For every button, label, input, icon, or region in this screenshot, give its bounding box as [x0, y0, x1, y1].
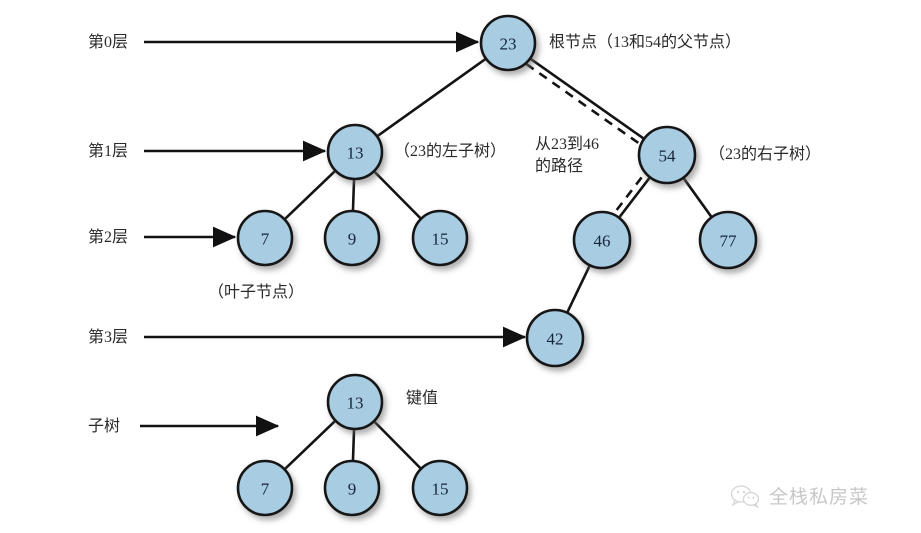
tree-node-15[interactable]: 15	[411, 209, 469, 267]
tree-node-13[interactable]: 13	[326, 123, 384, 181]
tree-node-23[interactable]: 23	[479, 14, 537, 72]
tree-edge	[374, 56, 489, 139]
edges-layer	[282, 56, 714, 472]
tree-node-54[interactable]: 54	[637, 125, 697, 185]
highlighted-path-layer	[525, 62, 643, 221]
node-circle	[323, 459, 381, 517]
node-key-label: 9	[348, 480, 357, 499]
node-circle	[326, 373, 384, 431]
node-circle	[411, 209, 469, 267]
tree-node-9[interactable]: 9	[323, 459, 381, 517]
tree-edge	[282, 418, 338, 472]
tree-node-42[interactable]: 42	[525, 308, 585, 368]
nodes-layer: 23 13 54 7 9 15 46 77 42 13 7 9 15	[236, 14, 758, 517]
tree-node-7[interactable]: 7	[236, 209, 294, 267]
annotation-path-note-line2: 的路径	[535, 158, 584, 175]
level-label-subtree: 子树	[88, 418, 121, 435]
node-circle	[698, 210, 758, 270]
node-key-label: 7	[261, 230, 270, 249]
level-label-level1: 第1层	[88, 143, 129, 160]
highlighted-path-segment	[608, 176, 643, 221]
annotation-path-note-line1: 从23到46	[535, 136, 600, 153]
watermark: 全栈私房菜	[730, 482, 869, 509]
tree-node-13[interactable]: 13	[326, 373, 384, 431]
node-circle	[236, 459, 294, 517]
node-key-label: 46	[594, 232, 611, 251]
node-key-label: 9	[348, 230, 357, 249]
tree-node-7[interactable]: 7	[236, 459, 294, 517]
node-key-label: 13	[347, 394, 364, 413]
tree-node-15[interactable]: 15	[411, 459, 469, 517]
node-key-label: 7	[261, 480, 270, 499]
tree-edge	[565, 263, 592, 315]
annotation-leaf-note: （叶子节点）	[208, 284, 305, 301]
watermark-text: 全栈私房菜	[769, 487, 870, 508]
node-circle	[479, 14, 537, 72]
node-key-label: 54	[659, 147, 677, 166]
node-circle	[236, 209, 294, 267]
tree-edge	[681, 175, 714, 220]
tree-edge	[351, 426, 356, 464]
node-circle	[323, 209, 381, 267]
level-pointer-lines	[140, 31, 527, 437]
tree-edge	[351, 176, 356, 214]
level-label-level2: 第2层	[88, 229, 129, 246]
tree-node-46[interactable]: 46	[572, 210, 632, 270]
node-key-label: 42	[547, 330, 564, 349]
annotation-key-note: 键值	[406, 390, 439, 407]
node-key-label: 13	[347, 144, 364, 163]
node-key-label: 15	[432, 230, 449, 249]
node-key-label: 77	[720, 232, 738, 251]
node-key-label: 15	[432, 480, 449, 499]
annotation-left-subtree: （23的左子树）	[394, 143, 507, 160]
highlighted-path-segment	[525, 62, 643, 147]
tree-node-77[interactable]: 77	[698, 210, 758, 270]
node-key-label: 23	[500, 35, 517, 54]
node-circle	[637, 125, 697, 185]
annotation-right-subtree: （23的右子树）	[709, 146, 822, 163]
node-circle	[572, 210, 632, 270]
node-circle	[411, 459, 469, 517]
tree-edge	[527, 56, 647, 141]
node-circle	[326, 123, 384, 181]
tree-edge	[371, 419, 424, 471]
tree-node-9[interactable]: 9	[323, 209, 381, 267]
tree-edge	[617, 175, 652, 220]
tree-edge	[371, 169, 424, 221]
node-circle	[525, 308, 585, 368]
annotation-root-note: 根节点（13和54的父节点）	[549, 34, 742, 51]
level-label-level0: 第0层	[88, 34, 129, 51]
wechat-icon	[730, 484, 760, 508]
level-label-level3: 第3层	[88, 329, 129, 346]
tree-edge	[282, 168, 338, 222]
